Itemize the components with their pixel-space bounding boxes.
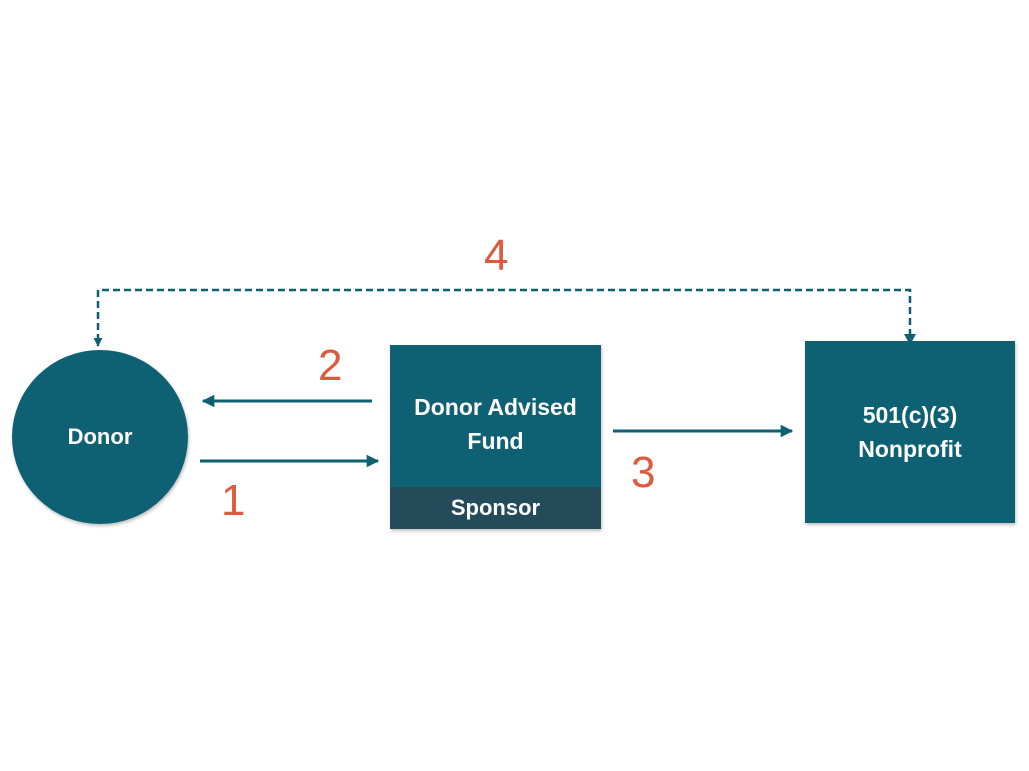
sponsor-label: Sponsor [450, 495, 541, 520]
nonprofit-title-line-2: Nonprofit [858, 436, 962, 462]
daf-title-line-1: Donor Advised [414, 394, 577, 420]
arrowhead-into-nonprofit [904, 334, 916, 345]
daf-title: Donor Advised Fund [390, 345, 601, 487]
arrow-nonprofit-to-donor-dashed [93, 288, 912, 347]
donor-advised-fund-node: Donor Advised Fund Sponsor [390, 345, 601, 529]
step-number-2: 2 [318, 341, 343, 390]
sponsor-band: Sponsor [390, 487, 601, 529]
nonprofit-title-line-1: 501(c)(3) [862, 402, 958, 428]
step-number-1: 1 [221, 476, 246, 525]
step-number-3: 3 [631, 448, 656, 497]
nonprofit-node: 501(c)(3) Nonprofit [805, 341, 1015, 523]
donor-label: Donor [67, 424, 133, 449]
step-number-4: 4 [484, 231, 509, 280]
donor-node: Donor [12, 350, 188, 524]
daf-title-line-2: Fund [467, 428, 524, 454]
